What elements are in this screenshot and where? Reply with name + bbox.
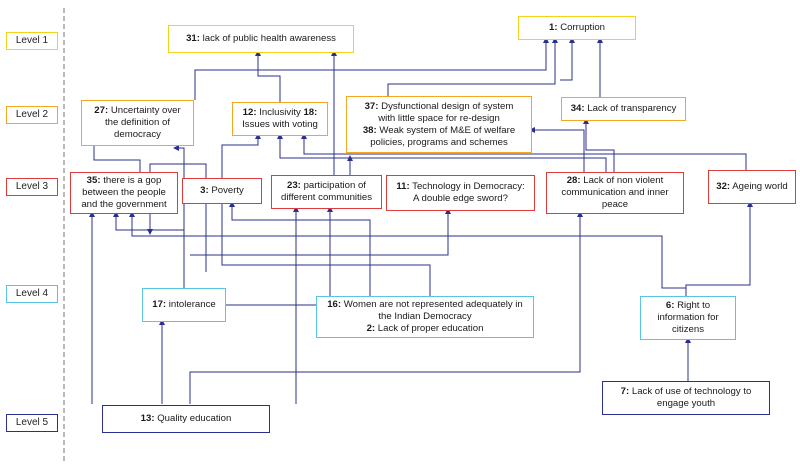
node-32-ageing-world: 32: Ageing world xyxy=(708,170,796,204)
edge-19 xyxy=(583,118,615,172)
node-3-poverty: 3: Poverty xyxy=(182,178,262,204)
edge-5 xyxy=(173,145,185,288)
edge-11 xyxy=(221,133,431,296)
node-11-technology-democracy: 11: Technology in Democracy: A double ed… xyxy=(386,175,535,211)
edge-6 xyxy=(113,211,184,231)
node-6-right-to-information: 6: Right to information for citizens xyxy=(640,296,736,340)
edge-17 xyxy=(301,133,747,170)
edge-13 xyxy=(685,201,753,296)
node-1-corruption: 1: Corruption xyxy=(518,16,636,40)
edge-3 xyxy=(189,211,583,404)
level-5-label: Level 5 xyxy=(6,414,58,432)
edge-10 xyxy=(229,201,371,296)
node-31-public-health-awareness: 31: lack of public health awareness xyxy=(168,25,354,53)
node-16-2-women-education: 16: Women are not represented adequately… xyxy=(316,296,534,338)
edge-24 xyxy=(194,37,549,100)
level-2-label: Level 2 xyxy=(6,106,58,124)
edge-22 xyxy=(560,37,575,81)
node-34-transparency: 34: Lack of transparency xyxy=(561,97,686,121)
node-27-definition-of-democracy: 27: Uncertainty over the definition of d… xyxy=(81,100,194,146)
node-13-quality-education: 13: Quality education xyxy=(102,405,270,433)
node-23-community-participation: 23: participation of different communiti… xyxy=(271,175,382,209)
node-37-38-system-design: 37: Dysfunctional design of system with … xyxy=(346,96,532,153)
edge-25 xyxy=(387,37,558,96)
node-17-intolerance: 17: intolerance xyxy=(142,288,226,322)
edge-7 xyxy=(190,208,451,256)
edge-16 xyxy=(277,133,607,172)
level-4-label: Level 4 xyxy=(6,285,58,303)
node-7-technology-youth: 7: Lack of use of technology to engage y… xyxy=(602,381,770,415)
node-12-18-inclusivity-voting: 12: Inclusivity 18: Issues with voting xyxy=(232,102,328,136)
edge-15 xyxy=(91,139,141,172)
node-35-gap-people-government: 35: there is a gop between the people an… xyxy=(70,172,178,214)
node-28-non-violent-communication: 28: Lack of non violent communication an… xyxy=(546,172,684,214)
edge-26 xyxy=(255,50,281,102)
level-1-label: Level 1 xyxy=(6,32,58,50)
connector-edges xyxy=(89,37,753,404)
edge-18 xyxy=(529,127,585,172)
edge-8 xyxy=(226,206,333,306)
level-3-label: Level 3 xyxy=(6,178,58,196)
